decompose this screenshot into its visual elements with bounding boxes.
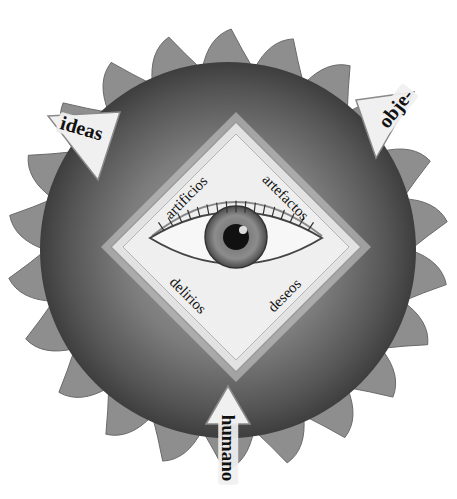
eye-lash <box>244 202 246 213</box>
diamond-inner <box>123 134 349 360</box>
diamond-frame <box>111 122 361 372</box>
edge-word: artefactos <box>259 172 311 224</box>
eye-lash <box>207 205 209 215</box>
edge-word: deseos <box>265 276 304 315</box>
eye-lash <box>263 205 265 215</box>
flame-rays <box>9 29 447 471</box>
triangle-outline <box>48 112 120 180</box>
eye-lash <box>254 203 255 213</box>
sun-body <box>40 62 416 438</box>
edge-word: delirios <box>166 275 209 318</box>
eye-iris <box>205 206 267 268</box>
eye-lash <box>217 203 218 213</box>
eye-lash <box>281 210 284 219</box>
eye-pupil <box>223 224 249 250</box>
edge-word: artificios <box>163 174 212 223</box>
triangle-shape <box>36 98 136 188</box>
eye-diamond: artificios artefactos delirios deseos <box>111 122 361 372</box>
diamond-halo <box>101 112 371 382</box>
eye-lash <box>197 207 200 216</box>
label-triangle: obje- <box>346 70 442 166</box>
eye-lash <box>159 223 164 231</box>
eye-lash <box>235 201 236 212</box>
eye-lash <box>188 210 191 219</box>
triangle-label: humano <box>218 412 238 485</box>
eye-lash <box>308 223 313 231</box>
label-triangle: humano <box>198 380 258 492</box>
eye-lash <box>272 207 275 216</box>
eye-highlight <box>239 226 247 234</box>
label-triangle: ideas <box>36 98 136 188</box>
eye-lash <box>226 202 228 213</box>
